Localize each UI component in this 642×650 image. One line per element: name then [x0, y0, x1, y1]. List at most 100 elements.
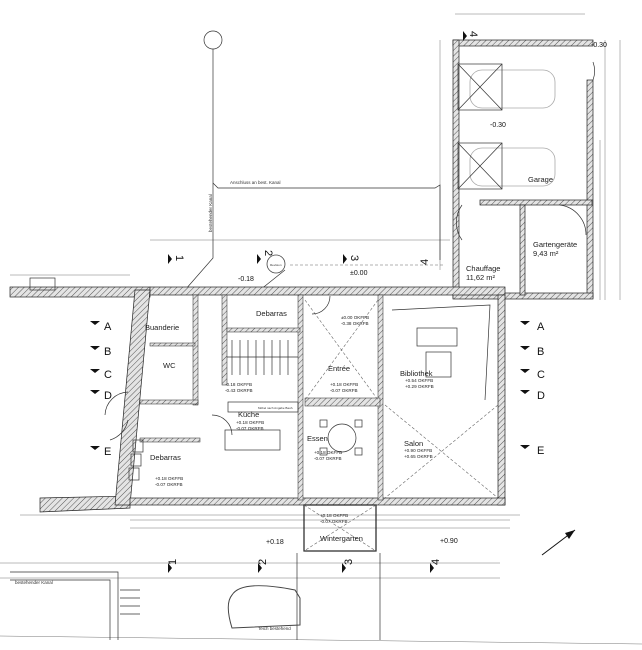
- north-arrow-icon: [541, 529, 576, 556]
- room-debarras-top: Debarras: [256, 309, 287, 318]
- section-marker-e: E: [90, 446, 111, 458]
- room-bibliothek: Bibliothek: [400, 369, 433, 378]
- level-label: -0.07 OKRFB: [236, 426, 264, 431]
- axis-marker-4-bottom: 4: [430, 559, 442, 573]
- axis-marker-4-top: 4: [419, 259, 431, 265]
- room-buanderie: Buanderie: [145, 323, 179, 332]
- note-kanal-bottom: bestehender Kanal: [15, 580, 53, 585]
- section-marker-a: A: [90, 321, 112, 333]
- svg-text:4: 4: [430, 559, 442, 565]
- level-label: +0.18 OKFFB: [236, 420, 264, 425]
- spot-height: -0.30: [591, 42, 607, 49]
- dining-table: [327, 423, 357, 453]
- spot-height: -0.18: [238, 276, 254, 283]
- room-debarras-bottom: Debarras: [150, 453, 181, 462]
- room-wintergarten: Wintergarten: [320, 534, 363, 543]
- room-chauffage: Chauffage: [466, 264, 500, 273]
- room-entree: Entrée: [328, 364, 350, 373]
- annotations: Anschluss an best. Kanal bestehender Kan…: [15, 180, 293, 631]
- section-marker-b-right: B: [520, 346, 544, 358]
- axis-marker-2-bottom: 2: [257, 559, 269, 573]
- room-garage: Garage: [528, 175, 553, 184]
- svg-text:1: 1: [167, 559, 179, 565]
- svg-text:B: B: [104, 346, 111, 358]
- svg-text:1: 1: [173, 255, 185, 261]
- spot-height: +0.90: [440, 538, 458, 545]
- note-teich: Teich bestehend: [258, 626, 291, 631]
- level-label: +0.54 OKFFB: [405, 378, 433, 383]
- spot-heights: -0.30 -0.30 -0.18 ±0.00 +0.18 +0.90: [238, 42, 607, 546]
- svg-text:4: 4: [467, 31, 479, 37]
- section-marker-d: D: [90, 390, 112, 402]
- level-label: -0.38 OKRFB: [341, 321, 369, 326]
- level-label: -0.07 OKRFB: [330, 388, 358, 393]
- room-salon: Salon: [404, 439, 423, 448]
- level-label: +0.65 OKRFB: [404, 454, 433, 459]
- section-marker-b: B: [90, 346, 111, 358]
- room-wc: WC: [163, 361, 176, 370]
- svg-text:E: E: [537, 445, 544, 457]
- note-kueche: Möbel nach Angabe Bauh.: [258, 406, 293, 410]
- axis-marker-3-top: 3: [343, 254, 360, 264]
- svg-text:E: E: [104, 446, 111, 458]
- level-label: -0.07 OKRFB: [314, 456, 342, 461]
- spot-height: -0.30: [490, 122, 506, 129]
- room-kueche: Küche: [238, 410, 259, 419]
- room-chauffage-area: 11,62 m²: [466, 273, 496, 282]
- level-label: +0.18 OKFFB: [330, 382, 358, 387]
- garage-building: [452, 39, 595, 300]
- svg-text:B: B: [537, 346, 544, 358]
- svg-text:3: 3: [343, 559, 355, 565]
- level-label: +0.18 OKFFB: [320, 513, 348, 518]
- spot-height: +0.18: [266, 539, 284, 546]
- svg-text:D: D: [104, 390, 112, 402]
- section-marker-c: C: [90, 369, 112, 381]
- sewer-lines: [184, 30, 445, 291]
- axis-marker-4-garage: 4: [463, 31, 479, 41]
- pond: [227, 585, 301, 629]
- svg-text:C: C: [104, 369, 112, 381]
- level-label: ±0.00 OKFFB: [341, 315, 369, 320]
- axis-marker-3-bottom: 3: [342, 559, 355, 573]
- level-label: +0.18 OKFFB: [155, 476, 183, 481]
- svg-text:3: 3: [348, 255, 360, 261]
- room-gartengeraete: Gartengeräte: [533, 240, 577, 249]
- svg-text:2: 2: [262, 250, 274, 256]
- section-markers: A B C D E A B C D E: [90, 321, 545, 458]
- room-essen: Essen: [307, 434, 328, 443]
- axis-marker-1-top: 1: [168, 254, 185, 264]
- level-label: +0.29 OKRFB: [405, 384, 434, 389]
- revision-shaft: [266, 254, 286, 274]
- car-icon: [469, 69, 556, 187]
- note-anschluss: Anschluss an best. Kanal: [230, 180, 281, 185]
- axis-markers: 1 2 3 4 4 1 2 3 4: [167, 31, 479, 573]
- axis-marker-2-top: 2: [257, 250, 274, 264]
- note-revision: Revision: [270, 263, 282, 267]
- stairs: [227, 340, 298, 375]
- svg-text:4: 4: [419, 259, 431, 265]
- level-label: -0.07 OKRFB: [155, 482, 183, 487]
- section-marker-c-right: C: [520, 369, 545, 381]
- room-labels: Buanderie WC Debarras Debarras Küche Ent…: [145, 175, 577, 543]
- level-label: +0.18 OKFFB: [314, 450, 342, 455]
- wintergarten: [296, 504, 381, 640]
- main-house: [104, 286, 506, 506]
- floor-levels: ±0.00 OKFFB -0.38 OKRFB +0.18 OKFFB -0.0…: [155, 315, 434, 524]
- level-label: -0.43 OKRFB: [225, 388, 253, 393]
- svg-text:A: A: [537, 321, 545, 333]
- room-gartengeraete-area: 9,43 m²: [533, 249, 559, 258]
- svg-text:A: A: [104, 321, 112, 333]
- svg-text:D: D: [537, 390, 545, 402]
- boundary-walls: [9, 277, 151, 640]
- svg-text:2: 2: [257, 559, 269, 565]
- dimension-lines: [0, 13, 642, 645]
- note-kanal: bestehender Kanal: [208, 194, 213, 232]
- level-label: -0.18 OKFFB: [225, 382, 252, 387]
- section-marker-e-right: E: [520, 445, 544, 457]
- axis-marker-1-bottom: 1: [167, 559, 179, 573]
- level-label: -0.07 OKRFB: [320, 519, 348, 524]
- level-label: +0.90 OKFFB: [404, 448, 432, 453]
- svg-text:C: C: [537, 369, 545, 381]
- section-marker-a-right: A: [520, 321, 545, 333]
